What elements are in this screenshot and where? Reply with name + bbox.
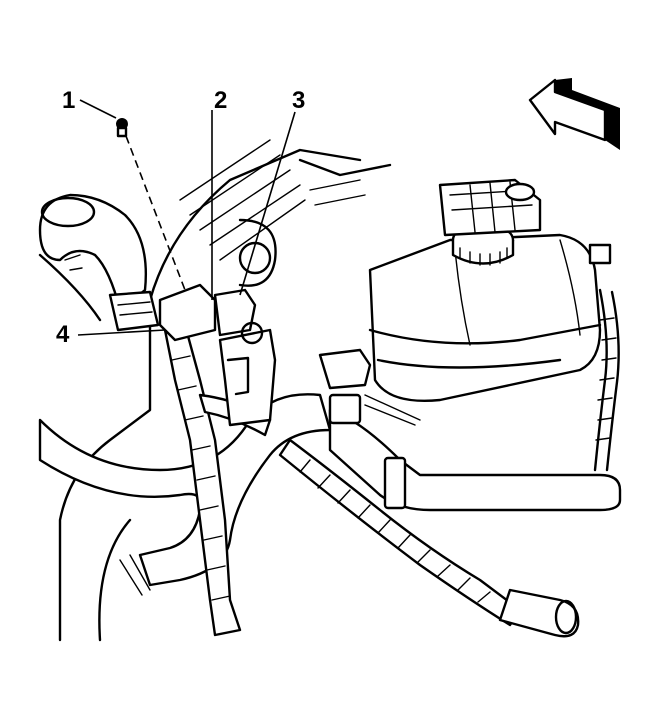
right-coolant-hose [328, 408, 622, 512]
front-direction-arrow-icon [528, 78, 620, 150]
upper-radiator-hose [38, 193, 147, 322]
coolant-reservoir [368, 222, 602, 402]
sensor-bracket [108, 283, 277, 427]
wiring-harness-right [588, 243, 620, 472]
leader-lines [77, 99, 296, 336]
wiring-harness-lower [278, 438, 580, 638]
callout-2: 2 [214, 87, 227, 114]
callout-1: 1 [62, 87, 75, 114]
callout-4: 4 [56, 321, 70, 348]
callout-3: 3 [292, 87, 305, 114]
fastener-bolt [116, 118, 128, 138]
brake-fluid-reservoir [438, 178, 542, 237]
electrical-connector [318, 348, 421, 426]
